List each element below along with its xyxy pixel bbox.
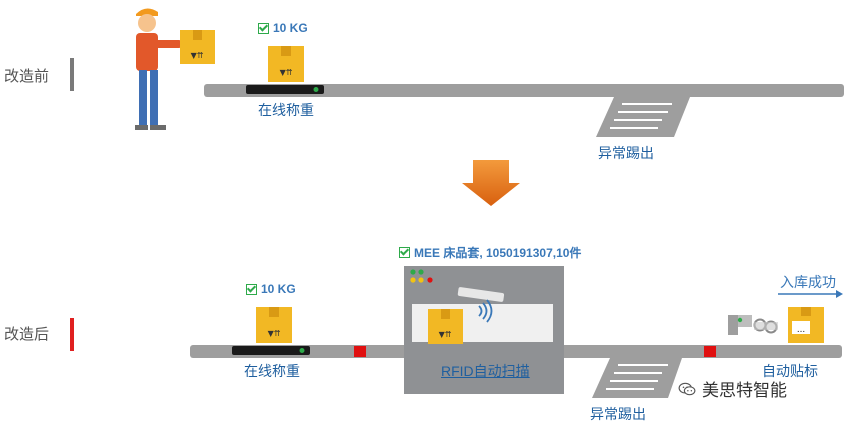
check-icon [399,247,410,258]
before-weight-reading: 10 KG [258,21,308,35]
svg-text:▼⇈: ▼⇈ [280,68,293,77]
after-weight-reading: 10 KG [246,282,296,296]
warehouse-success-label: 入库成功 [780,274,836,290]
before-section-marker [70,58,74,91]
transition-arrow-icon [462,160,520,206]
after-weighed-box: ▼⇈ [256,307,292,343]
labeled-box [788,307,824,343]
before-scale [246,85,324,94]
auto-labeling-label: 自动贴标 [762,363,818,379]
check-icon [246,283,257,295]
before-scale-label: 在线称重 [258,102,314,118]
stop-marker-1 [354,346,366,357]
carried-box: ▼⇈ [180,30,215,64]
svg-text:▼⇈: ▼⇈ [191,51,204,60]
after-reject-label: 异常踢出 [590,406,646,422]
watermark-text: 美思特智能 [702,381,787,400]
label-print-dots: ... [797,324,805,335]
after-scale [232,346,310,355]
after-section-marker [70,318,74,351]
worker-figure [135,8,182,130]
after-reject-chute [592,358,682,398]
check-icon [258,22,269,34]
stop-marker-2 [704,346,716,357]
svg-text:▼⇈: ▼⇈ [268,329,281,338]
label-printer [728,315,778,335]
before-conveyor [204,84,844,97]
watermark: 美思特智能 [678,376,787,401]
svg-text:▼⇈: ▼⇈ [439,330,452,339]
before-reject-label: 异常踢出 [598,145,654,161]
before-weight-text: 10 KG [273,21,308,35]
before-section-label: 改造前 [4,68,50,85]
wechat-icon [678,382,696,395]
rfid-scan-label: RFID自动扫描 [441,363,530,379]
after-weight-text: 10 KG [261,282,296,296]
warehouse-arrow-icon [778,290,843,298]
rfid-scan-info: MEE 床品套, 1050191307,10件 [399,244,581,261]
before-weighed-box: ▼⇈ [268,46,304,82]
after-section-label: 改造后 [4,326,50,343]
rfid-scan-info-text: MEE 床品套, 1050191307,10件 [414,246,582,260]
rfid-scanned-box: ▼⇈ [428,309,463,344]
after-scale-label: 在线称重 [244,363,300,379]
before-reject-chute [596,97,690,137]
